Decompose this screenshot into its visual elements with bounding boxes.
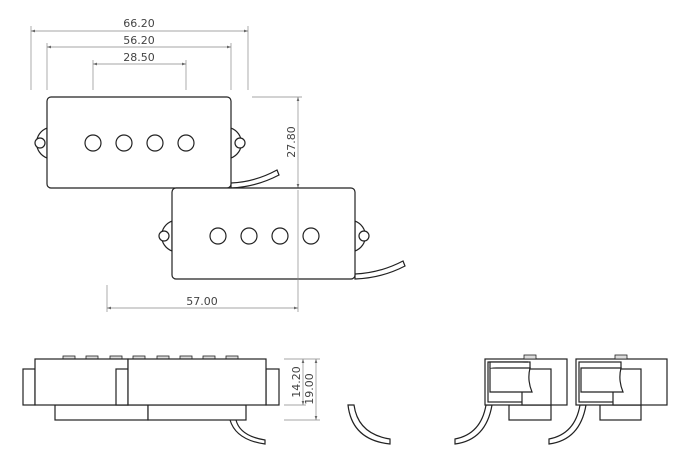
pickup-top-view-lower bbox=[158, 187, 406, 280]
dimension-overall-length: 66.20 bbox=[30, 17, 249, 90]
dimension-pair-offset: 57.00 bbox=[106, 190, 299, 312]
dim-label-cover-height: 14.20 bbox=[290, 366, 303, 398]
dim-label-overall-length: 66.20 bbox=[123, 17, 155, 30]
dim-label-cover-length: 56.20 bbox=[123, 34, 155, 47]
dimension-cover-length: 56.20 bbox=[46, 34, 232, 90]
dimension-heights: 14.20 19.00 bbox=[284, 358, 320, 421]
pickup-top-view-upper bbox=[34, 96, 280, 189]
pickup-side-view bbox=[22, 355, 391, 445]
dim-label-pole-span: 28.50 bbox=[123, 51, 155, 64]
dimension-pole-span: 28.50 bbox=[92, 51, 187, 90]
dim-label-total-height: 19.00 bbox=[303, 373, 316, 405]
dim-label-cover-width: 27.80 bbox=[285, 126, 298, 158]
pickup-end-view-1 bbox=[454, 354, 568, 445]
dim-label-pair-offset: 57.00 bbox=[186, 295, 218, 308]
pickup-end-view-2 bbox=[548, 354, 668, 445]
